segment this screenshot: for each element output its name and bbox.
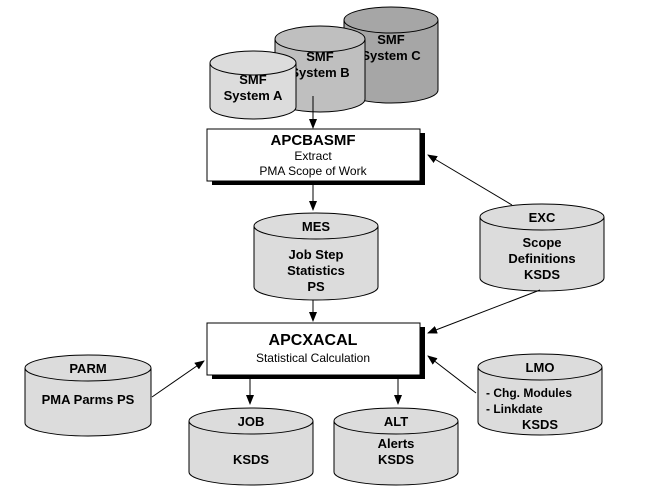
arrow-lmo-to-apcxacal — [427, 355, 477, 394]
mes-line2: Statistics — [287, 263, 345, 278]
alt-line1: Alerts — [378, 436, 415, 451]
job-name: JOB — [238, 414, 265, 429]
alt-cylinder: ALT Alerts KSDS — [333, 407, 459, 486]
exc-cylinder: EXC Scope Definitions KSDS — [479, 203, 605, 292]
lmo-line2: - Linkdate — [486, 402, 543, 416]
parm-line1: PMA Parms PS — [42, 392, 135, 407]
exc-line2: Definitions — [508, 251, 575, 266]
arrow-exc-to-apcbasmf — [427, 154, 513, 206]
smf-system-a-cylinder: SMF System A — [209, 50, 297, 120]
smf-system-c-cylinder: SMF System C — [343, 6, 439, 104]
smf-a-line1: SMF — [239, 72, 267, 87]
mes-line1: Job Step — [289, 247, 344, 262]
apcxacal-box: APCXACAL Statistical Calculation — [206, 322, 425, 379]
smf-b-line2: System B — [290, 65, 349, 80]
lmo-line1: - Chg. Modules — [486, 386, 572, 400]
smf-a-line2: System A — [224, 88, 283, 103]
apcxacal-title: APCXACAL — [269, 332, 358, 349]
job-line1: KSDS — [233, 452, 269, 467]
mes-line3: PS — [307, 279, 325, 294]
apcbasmf-line1: Extract — [294, 149, 332, 163]
alt-line2: KSDS — [378, 452, 414, 467]
arrow-exc-to-apcxacal — [427, 289, 541, 334]
exc-line3: KSDS — [524, 267, 560, 282]
smf-b-line1: SMF — [306, 49, 334, 64]
exc-line1: Scope — [522, 235, 561, 250]
lmo-line3: KSDS — [522, 417, 558, 432]
job-cylinder: JOB KSDS — [188, 407, 314, 486]
apcbasmf-box: APCBASMF Extract PMA Scope of Work — [206, 128, 425, 185]
alt-name: ALT — [384, 414, 408, 429]
parm-name: PARM — [69, 361, 106, 376]
mes-cylinder: MES Job Step Statistics PS — [253, 212, 379, 301]
lmo-name: LMO — [526, 360, 555, 375]
exc-name: EXC — [529, 210, 556, 225]
smf-system-b-cylinder: SMF System B — [274, 25, 366, 113]
smf-c-line2: System C — [361, 48, 421, 63]
parm-cylinder: PARM PMA Parms PS — [24, 354, 152, 437]
apcbasmf-line2: PMA Scope of Work — [259, 164, 367, 178]
smf-c-line1: SMF — [377, 32, 405, 47]
apcbasmf-title: APCBASMF — [271, 132, 356, 149]
apcxacal-line1: Statistical Calculation — [256, 351, 370, 365]
lmo-cylinder: LMO - Chg. Modules - Linkdate KSDS — [477, 353, 603, 436]
mes-name: MES — [302, 219, 331, 234]
arrow-parm-to-apcxacal — [151, 360, 205, 398]
